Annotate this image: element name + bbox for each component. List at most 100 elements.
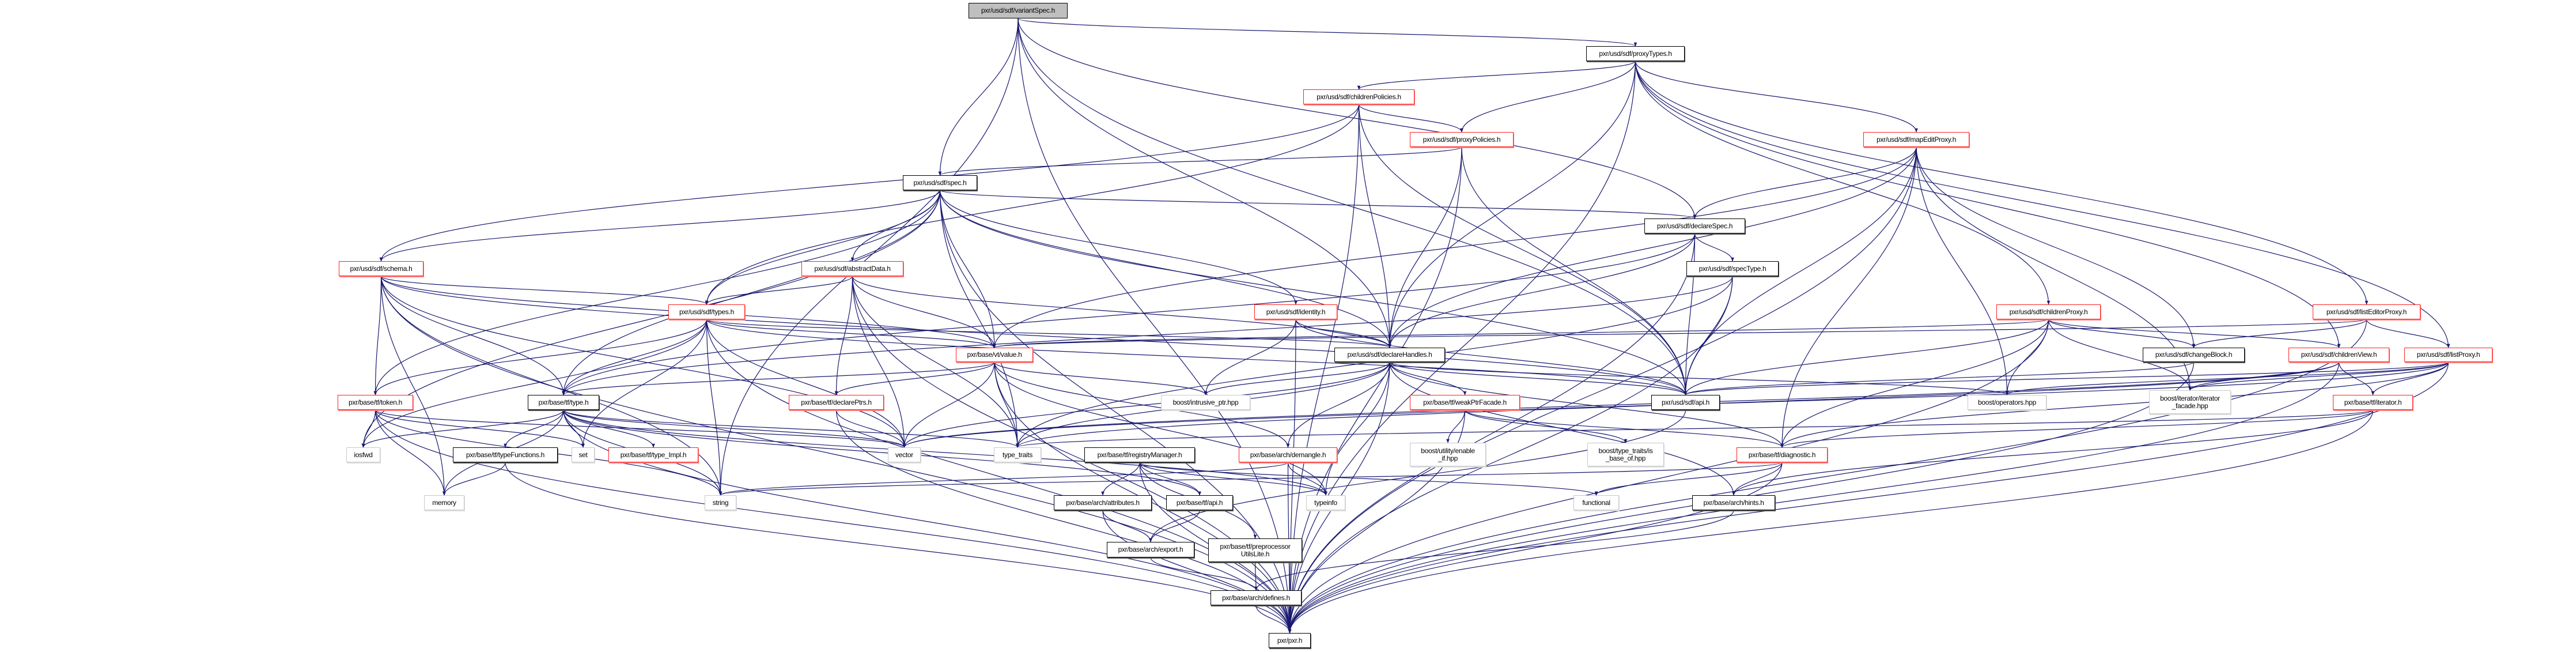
dependency-edge-diagnostic-to-string [719,462,1783,496]
node-label: pxr/base/tf/registryManager.h [1097,450,1182,459]
graph-node-declareSpec[interactable]: pxr/usd/sdf/declareSpec.h [1644,218,1745,233]
graph-node-defines[interactable]: pxr/base/arch/defines.h [1211,590,1302,605]
dependency-edge-iterator-to-hints [1732,409,2374,496]
node-label: pxr/usd/sdf/listProxy.h [2416,351,2480,359]
graph-node-sdfapi[interactable]: pxr/usd/sdf/api.h [1651,395,1720,410]
dependency-edge-listProxy-to-pxr [1288,361,2449,634]
dependency-edge-typeFunctions-to-memory [442,462,506,496]
node-label: pxr/usd/sdf/types.h [679,307,735,316]
node-label: pxr/usd/sdf/declareHandles.h [1347,351,1432,359]
dependency-edge-childrenPolicies-to-types [705,104,1360,305]
dependency-edge-weakPtrFacade-to-isBaseOf [1464,409,1628,443]
graph-node-set: set [572,447,595,462]
graph-node-intrusive: boost/intrusive_ptr.hpp [1161,395,1250,410]
graph-node-pxr[interactable]: pxr/pxr.h [1269,633,1311,648]
dependency-edge-declareHandles-to-diagnostic [1389,361,1784,448]
graph-node-listEditorProxy[interactable]: pxr/usd/sdf/listEditorProxy.h [2313,304,2420,319]
dependency-edge-identity-to-sdfapi [1295,319,1688,395]
dependency-edge-iterator-to-typeTraits [1016,409,2374,448]
dependency-edge-demangle-to-string [718,462,1289,496]
graph-node-specType[interactable]: pxr/usd/sdf/specType.h [1686,261,1779,276]
graph-node-functional: functional [1573,495,1619,510]
dependency-edge-types-to-token [373,319,708,395]
dependency-edge-types-to-pxr [706,319,1292,634]
node-label: pxr/base/tf/preprocessor UtilsLite.h [1220,542,1291,558]
graph-node-ppUtils[interactable]: pxr/base/tf/preprocessor UtilsLite.h [1208,538,1302,562]
graph-node-types[interactable]: pxr/usd/sdf/types.h [668,304,745,319]
dependency-edge-tfapi-to-export [1149,510,1200,542]
dependency-edge-registryManager-to-attributes [1101,462,1140,496]
dependency-edge-iterator-to-diagnostic [1780,409,2374,448]
graph-node-tfapi[interactable]: pxr/base/tf/api.h [1166,495,1233,510]
graph-node-iterator[interactable]: pxr/base/tf/iterator.h [2333,395,2413,410]
dependency-edge-schema-to-types [380,276,709,305]
graph-node-export[interactable]: pxr/base/arch/export.h [1107,542,1194,557]
dependency-edge-mapEditProxy-to-operators [1916,146,2009,395]
dependency-edge-mapEditProxy-to-changeBlock [1916,146,2196,348]
dependency-edge-childrenProxy-to-sdfapi [1684,319,2049,395]
dependency-edge-declareSpec-to-declareHandles [1388,233,1696,348]
node-label: pxr/base/arch/defines.h [1222,593,1290,602]
dependency-edge-identity-to-declareHandles [1295,319,1391,348]
graph-node-proxyTypes[interactable]: pxr/usd/sdf/proxyTypes.h [1586,46,1685,61]
dependency-edge-listProxy-to-sdfapi [1684,361,2449,395]
dependency-edge-declareSpec-to-specType [1694,233,1734,262]
dependency-edge-mapEditProxy-to-declareSpec [1693,146,1917,219]
graph-node-isBaseOf: boost/type_traits/is _base_of.hpp [1587,443,1664,466]
dependency-edge-abstractData-to-pxr [852,276,1292,634]
dependency-edge-value-to-declarePtrs [834,361,995,395]
dependency-edge-token-to-memory [375,409,446,496]
node-label: pxr/base/arch/attributes.h [1066,498,1140,507]
node-label: boost/type_traits/is _base_of.hpp [1598,446,1653,462]
graph-node-weakPtrFacade[interactable]: pxr/base/tf/weakPtrFacade.h [1410,395,1520,410]
dependency-edge-spec-to-identity [939,190,1298,305]
graph-node-demangle[interactable]: pxr/base/arch/demangle.h [1239,447,1337,462]
graph-node-attributes[interactable]: pxr/base/arch/attributes.h [1054,495,1152,510]
graph-node-mapEditProxy[interactable]: pxr/usd/sdf/mapEditProxy.h [1863,132,1969,147]
graph-node-token[interactable]: pxr/base/tf/token.h [338,395,413,410]
graph-node-diagnostic[interactable]: pxr/base/tf/diagnostic.h [1737,447,1828,462]
graph-node-childrenView[interactable]: pxr/usd/sdf/childrenView.h [2288,348,2389,362]
graph-node-operators: boost/operators.hpp [1968,395,2047,410]
graph-node-changeBlock[interactable]: pxr/usd/sdf/changeBlock.h [2143,348,2245,362]
dependency-edge-abstractData-to-types [705,276,853,305]
graph-node-registryManager[interactable]: pxr/base/tf/registryManager.h [1084,447,1195,462]
dependency-edge-listEditorProxy-to-pxr [1288,319,2367,634]
dependency-edge-abstractData-to-value [852,276,996,348]
graph-node-abstractData[interactable]: pxr/usd/sdf/abstractData.h [801,261,903,276]
dependency-edge-abstractData-to-typeTraits [852,276,1019,448]
dependency-edge-variantSpec-to-declareSpec [1017,18,1697,219]
node-label: pxr/pxr.h [1277,636,1303,645]
graph-node-spec[interactable]: pxr/usd/sdf/spec.h [903,175,977,190]
dependency-edge-spec-to-token [373,190,941,395]
dependency-edge-value-to-intrusive [994,361,1208,395]
node-label: functional [1582,498,1610,507]
node-label: pxr/usd/sdf/variantSpec.h [981,6,1055,14]
graph-node-typeFunctions[interactable]: pxr/base/tf/typeFunctions.h [453,447,558,462]
dependency-edge-childrenPolicies-to-proxyPolicies [1358,104,1463,133]
dependency-edge-listProxy-to-diagnostic [1780,361,2449,448]
graph-node-type[interactable]: pxr/base/tf/type.h [528,395,599,410]
graph-node-hints[interactable]: pxr/base/arch/hints.h [1692,495,1775,510]
dependency-edge-mapEditProxy-to-declareHandles [1388,146,1917,348]
graph-node-listProxy[interactable]: pxr/usd/sdf/listProxy.h [2404,348,2492,362]
dependency-edge-variantSpec-to-spec [938,18,1019,176]
graph-node-proxyPolicies[interactable]: pxr/usd/sdf/proxyPolicies.h [1410,132,1514,147]
node-label: typeinfo [1314,498,1337,507]
graph-node-typeImpl[interactable]: pxr/base/tf/type_Impl.h [608,447,698,462]
graph-node-value[interactable]: pxr/base/vt/value.h [956,348,1033,362]
dependency-edge-value-to-demangle [994,361,1290,448]
graph-node-declarePtrs[interactable]: pxr/base/tf/declarePtrs.h [789,395,884,410]
graph-node-childrenPolicies[interactable]: pxr/usd/sdf/childrenPolicies.h [1303,89,1414,104]
dependency-edge-declareHandles-to-typeinfo [1324,361,1390,496]
dependency-edge-variantSpec-to-proxyTypes [1017,18,1637,47]
dependency-edge-value-to-type [562,361,995,395]
dependency-edge-demangle-to-typeinfo [1287,462,1327,496]
graph-node-declareHandles[interactable]: pxr/usd/sdf/declareHandles.h [1334,348,1445,362]
dependency-edge-proxyTypes-to-listProxy [1635,61,2450,348]
graph-node-childrenProxy[interactable]: pxr/usd/sdf/childrenProxy.h [1996,304,2101,319]
graph-node-schema[interactable]: pxr/usd/sdf/schema.h [339,261,423,276]
node-label: vector [895,450,913,459]
node-label: boost/utility/enable _if.hpp [1421,446,1475,462]
graph-node-identity[interactable]: pxr/usd/sdf/identity.h [1254,304,1337,319]
